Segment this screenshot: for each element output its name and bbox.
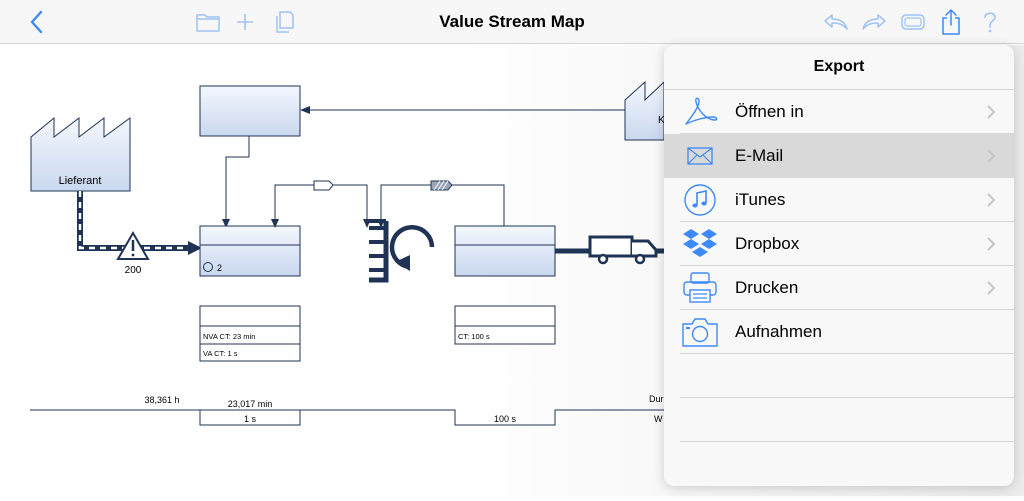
operator-count: 2	[217, 263, 222, 273]
pdf-icon	[680, 95, 720, 129]
plus-icon	[237, 14, 253, 30]
chevron-right-icon	[987, 281, 996, 295]
timeline-wait-2: 23,017 min	[228, 399, 273, 409]
chevron-right-icon	[987, 193, 996, 207]
truck-shipment[interactable]	[588, 235, 666, 265]
navigation-toolbar: Value Stream Map	[0, 0, 1024, 44]
empty-row	[664, 442, 1014, 486]
export-item-label: Öffnen in	[735, 102, 804, 121]
share-button[interactable]	[936, 8, 966, 36]
printer-icon	[680, 271, 720, 305]
production-control-box[interactable]	[199, 85, 301, 137]
timeline-partial-bottom: W	[654, 414, 663, 424]
timeline-ladder[interactable]: 38,361 h 23,017 min 1 s 100 s Dur W	[30, 394, 664, 426]
screen-icon	[901, 14, 925, 30]
timeline-value-add-2: 100 s	[494, 414, 517, 424]
help-button[interactable]	[976, 8, 1004, 36]
chevron-left-icon	[30, 10, 43, 34]
process-box-2[interactable]	[454, 225, 556, 277]
value-stream-diagram: Lieferant K 200 2	[30, 80, 666, 426]
dropbox-icon	[680, 227, 720, 261]
mail-icon	[680, 139, 720, 173]
data-box-1-line-2: VA CT: 1 s	[203, 349, 238, 358]
data-box-2-line-1: CT: 100 s	[458, 332, 490, 341]
data-box-2[interactable]: CT: 100 s	[454, 305, 556, 345]
data-box-1[interactable]: NVA CT: 23 min VA CT: 1 s	[199, 305, 301, 362]
empty-row	[664, 398, 1014, 442]
export-item-label: Drucken	[735, 278, 799, 297]
supplier-factory[interactable]: Lieferant	[30, 116, 131, 192]
chevron-right-icon	[987, 149, 996, 163]
itunes-icon	[680, 183, 720, 217]
supplier-label: Lieferant	[59, 175, 102, 187]
folder-button[interactable]	[194, 8, 222, 36]
export-item-label: Dropbox	[735, 234, 800, 253]
customer-label: K	[658, 115, 665, 126]
back-button[interactable]	[26, 8, 46, 36]
export-item-print[interactable]: Drucken	[664, 266, 1014, 310]
inventory-quantity: 200	[125, 265, 142, 276]
export-popover: Export Öffnen in E-Mail	[664, 45, 1014, 486]
timeline-partial-top: Dur	[649, 394, 664, 404]
process-box-1[interactable]: 2	[199, 225, 301, 277]
add-button[interactable]	[234, 8, 256, 36]
share-icon	[942, 8, 960, 35]
export-item-label: iTunes	[735, 190, 786, 209]
redo-button[interactable]	[860, 8, 888, 36]
export-title: Export	[664, 45, 1014, 90]
chevron-right-icon	[987, 105, 996, 119]
export-item-dropbox[interactable]: Dropbox	[664, 222, 1014, 266]
question-icon	[984, 12, 996, 33]
export-item-label: Aufnahmen	[735, 322, 822, 341]
export-item-email[interactable]: E-Mail	[664, 134, 1014, 178]
camera-icon	[680, 315, 720, 349]
export-item-capture[interactable]: Aufnahmen	[664, 310, 1014, 354]
undo-icon	[824, 14, 848, 30]
data-box-1-line-1: NVA CT: 23 min	[203, 332, 255, 341]
chevron-right-icon	[987, 237, 996, 251]
customer-factory[interactable]: K	[624, 80, 665, 141]
inventory-triangle[interactable]: 200	[116, 230, 150, 276]
present-button[interactable]	[898, 8, 928, 36]
export-item-open-in[interactable]: Öffnen in	[664, 90, 1014, 134]
timeline-value-add-1: 1 s	[244, 414, 257, 424]
duplicate-icon	[276, 11, 294, 33]
supermarket-symbol[interactable]	[369, 219, 435, 283]
empty-row	[664, 354, 1014, 398]
duplicate-button[interactable]	[272, 8, 296, 36]
document-title: Value Stream Map	[439, 12, 585, 31]
timeline-wait-1: 38,361 h	[144, 395, 179, 405]
undo-button[interactable]	[822, 8, 850, 36]
export-item-label: E-Mail	[735, 146, 784, 165]
redo-icon	[862, 14, 886, 30]
folder-icon	[196, 14, 220, 32]
export-item-itunes[interactable]: iTunes	[664, 178, 1014, 222]
